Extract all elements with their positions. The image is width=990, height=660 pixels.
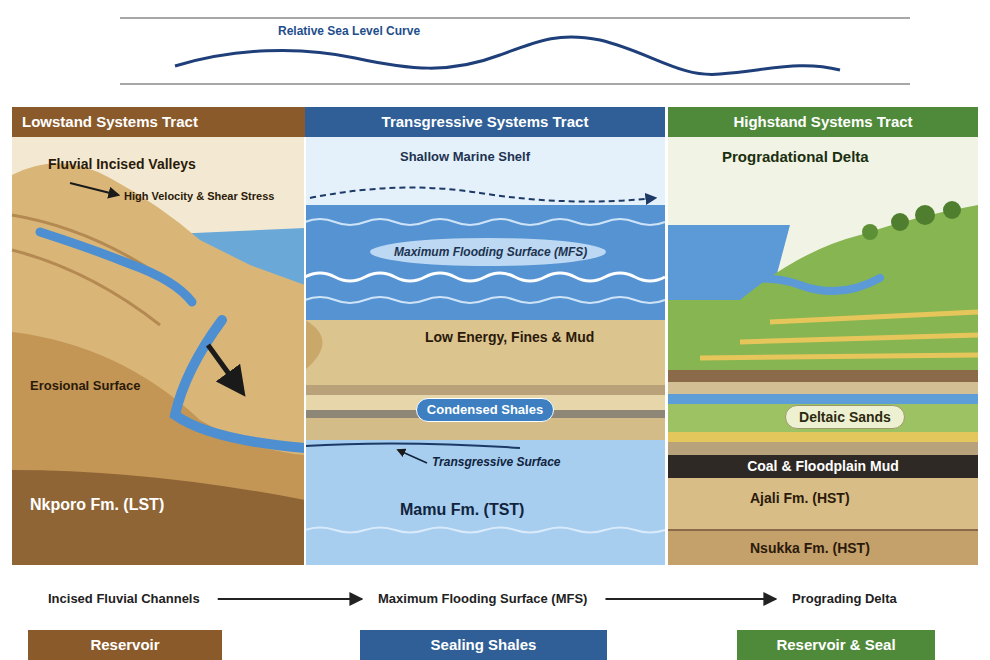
river [40, 232, 192, 302]
terrace [740, 335, 978, 342]
node-label: Deltaic Sands [799, 409, 891, 426]
sky [12, 137, 305, 565]
strata [668, 442, 978, 455]
wave-line [305, 297, 665, 303]
annotation-label: Nkporo Fm. (LST) [30, 495, 164, 514]
strata [668, 394, 978, 404]
terrace [770, 312, 978, 322]
annotation-label: Shallow Marine Shelf [400, 149, 530, 165]
node-label: Lowstand Systems Tract [22, 113, 198, 131]
shelf-arrow [310, 188, 655, 202]
flow-arrow [208, 345, 242, 392]
annotation-label: Progradational Delta [722, 148, 869, 166]
node-label: Maximum Flooding Surface (MFS) [378, 591, 587, 607]
hillside [12, 163, 305, 565]
frame-line [120, 83, 910, 85]
annotation-label: Mamu Fm. (TST) [400, 500, 524, 519]
pill-label: Condensed Shales [416, 398, 554, 422]
strata-line [668, 529, 978, 531]
formation-layer [12, 470, 305, 565]
annotation-label: Maximum Flooding Surface (MFS) [394, 245, 587, 259]
flow-connector [605, 598, 776, 600]
pill-label: Deltaic Sands [785, 405, 905, 429]
river [690, 278, 880, 291]
mfs-line [305, 273, 665, 281]
strata [668, 432, 978, 442]
annotation-label: Erosional Surface [30, 378, 141, 394]
annotation-label: High Velocity & Shear Stress [124, 190, 274, 203]
label-patch [370, 238, 606, 266]
annotation-label: Ajali Fm. (HST) [750, 490, 850, 507]
strata [668, 370, 978, 382]
node-label: Reservoir & Seal [776, 636, 895, 654]
sea-level-curve [175, 37, 840, 75]
shoreline [305, 320, 323, 370]
flow-connector [218, 598, 362, 600]
formation-layer [668, 530, 978, 565]
badge: Sealing Shales [360, 630, 607, 660]
tree [915, 205, 935, 225]
node-label: Highstand Systems Tract [733, 113, 912, 131]
terrace [700, 355, 978, 358]
wave-line [305, 528, 665, 533]
flow-step: Maximum Flooding Surface (MFS) [368, 587, 599, 611]
annotation-label: Nsukka Fm. (HST) [750, 540, 870, 557]
annotation-label: Relative Sea Level Curve [278, 24, 420, 38]
sky [305, 137, 665, 565]
strata [668, 404, 978, 432]
annotation-label: Fluvial Incised Valleys [48, 156, 196, 173]
strata [305, 385, 665, 395]
sea-floor-water [305, 440, 665, 565]
coal-band: Coal & Floodplain Mud [668, 455, 978, 478]
header-band: Lowstand Systems Tract [12, 107, 305, 137]
river [175, 320, 305, 448]
node-label: Transgressive Systems Tract [382, 113, 589, 131]
node-label: Coal & Floodplain Mud [747, 458, 899, 475]
node-label: Reservoir [90, 636, 159, 654]
tree [862, 224, 878, 240]
annotation-label: Low Energy, Fines & Mud [425, 329, 594, 346]
sea [305, 205, 665, 320]
node-label: Prograding Delta [792, 591, 897, 607]
flow-step: Prograding Delta [782, 587, 909, 611]
mud-layer [305, 320, 665, 385]
tree [891, 213, 909, 231]
node-label: Sealing Shales [431, 636, 537, 654]
panel-divider [304, 137, 306, 565]
transgressive-surface-line [305, 443, 520, 448]
tree [943, 201, 961, 219]
node-label: Condensed Shales [427, 402, 543, 418]
node-label: Incised Fluvial Channels [48, 591, 200, 607]
strata-line [12, 250, 160, 325]
header-band: Highstand Systems Tract [668, 107, 978, 137]
delta-plain [668, 205, 978, 370]
annotation-label: Transgressive Surface [432, 455, 561, 469]
sky [668, 137, 978, 565]
frame-line [120, 17, 910, 19]
header-band: Transgressive Systems Tract [305, 107, 665, 137]
badge: Reservoir & Seal [737, 630, 935, 660]
panel-divider [665, 107, 668, 565]
erosional-layer [12, 332, 305, 565]
wave-line [305, 219, 665, 225]
badge: Reservoir [28, 630, 222, 660]
formation-layer [668, 478, 978, 530]
flow-step: Incised Fluvial Channels [38, 587, 212, 611]
leader-arrow [398, 450, 427, 463]
flow-arrow [70, 183, 118, 195]
strata [668, 382, 978, 394]
